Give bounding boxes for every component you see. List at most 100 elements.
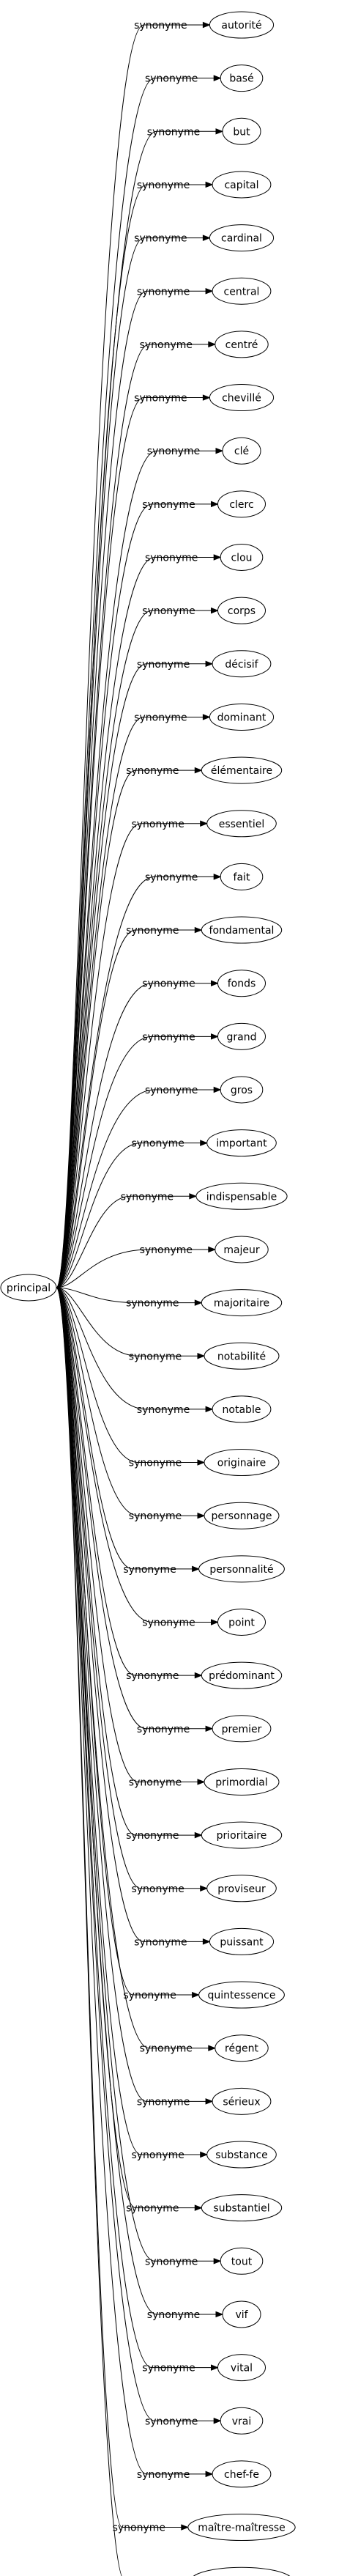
edge-label: synonyme bbox=[129, 1458, 182, 1469]
edge-label: synonyme bbox=[126, 1670, 179, 1682]
edge-line bbox=[56, 1287, 196, 1836]
target-node-shape bbox=[209, 1927, 275, 1955]
edge-arrowhead bbox=[202, 394, 211, 401]
target-node[interactable]: clou bbox=[220, 544, 264, 571]
edge-label: synonyme bbox=[126, 2203, 179, 2215]
target-node[interactable]: premier bbox=[212, 1715, 272, 1743]
root-node[interactable]: principal bbox=[0, 1274, 57, 1302]
target-node[interactable]: chef-fe bbox=[212, 2460, 272, 2488]
edge-line bbox=[56, 1287, 196, 1676]
target-node[interactable]: prédominant bbox=[201, 1661, 283, 1689]
target-node[interactable]: substance bbox=[206, 2141, 277, 2169]
target-node[interactable]: régent bbox=[215, 2034, 269, 2062]
edge-label: synonyme bbox=[123, 1990, 176, 2001]
target-node[interactable]: prioritaire bbox=[201, 1821, 283, 1849]
target-node[interactable]: cardinal bbox=[209, 224, 275, 252]
target-node[interactable]: directeur-trice bbox=[191, 2566, 293, 2576]
edge-label: synonyme bbox=[140, 2043, 193, 2055]
target-node[interactable]: décisif bbox=[212, 650, 272, 678]
edge-arrowhead bbox=[202, 1938, 211, 1945]
target-node[interactable]: personnage bbox=[204, 1502, 280, 1529]
target-node[interactable]: vital bbox=[217, 2354, 266, 2382]
edge-label: synonyme bbox=[145, 2416, 198, 2427]
target-node[interactable]: grand bbox=[217, 1022, 266, 1050]
target-node[interactable]: personnalité bbox=[198, 1555, 285, 1583]
target-node[interactable]: notable bbox=[212, 1395, 272, 1423]
target-node[interactable]: basé bbox=[220, 64, 264, 92]
target-node[interactable]: vrai bbox=[220, 2407, 264, 2435]
target-node[interactable]: élémentaire bbox=[201, 756, 283, 784]
target-node-label: majeur bbox=[223, 1244, 260, 1256]
target-node[interactable]: fondamental bbox=[201, 916, 283, 944]
target-node-label: basé bbox=[229, 73, 253, 85]
edge-line bbox=[56, 770, 196, 1288]
edge-arrowhead bbox=[211, 980, 219, 986]
target-node[interactable]: autorité bbox=[209, 11, 275, 39]
target-node[interactable]: tout bbox=[220, 2247, 264, 2275]
edge-arrowhead bbox=[194, 767, 203, 774]
target-node[interactable]: originaire bbox=[204, 1449, 280, 1477]
target-node[interactable]: clé bbox=[222, 437, 261, 465]
target-node[interactable]: indispensable bbox=[195, 1182, 288, 1210]
target-node-label: grand bbox=[227, 1031, 257, 1043]
edge-line bbox=[56, 1287, 196, 2209]
target-node-shape bbox=[206, 1129, 277, 1157]
target-node-label: autorité bbox=[221, 20, 261, 32]
target-node[interactable]: vif bbox=[222, 2300, 261, 2328]
target-node-label: indispensable bbox=[206, 1191, 277, 1203]
edge-arrowhead bbox=[213, 1086, 222, 1093]
edge-label: synonyme bbox=[123, 1564, 176, 1576]
edge-line bbox=[56, 610, 212, 1288]
edge-label: synonyme bbox=[131, 2149, 184, 2161]
target-node[interactable]: point bbox=[217, 1609, 266, 1636]
target-node[interactable]: fait bbox=[220, 863, 264, 890]
target-node[interactable]: majeur bbox=[215, 1236, 269, 1263]
target-node[interactable]: important bbox=[206, 1129, 277, 1157]
target-node[interactable]: dominant bbox=[209, 703, 275, 731]
target-node-label: capital bbox=[224, 180, 258, 191]
target-node[interactable]: proviseur bbox=[206, 1875, 277, 1903]
target-node[interactable]: majoritaire bbox=[201, 1289, 283, 1317]
edge-arrowhead bbox=[205, 1725, 214, 1732]
target-node[interactable]: primordial bbox=[204, 1768, 280, 1796]
edge-arrowhead bbox=[202, 235, 211, 241]
target-node[interactable]: maître-maîtresse bbox=[187, 2514, 296, 2542]
target-node[interactable]: central bbox=[212, 277, 272, 305]
target-node[interactable]: fonds bbox=[217, 970, 266, 997]
target-node-label: dominant bbox=[217, 712, 266, 723]
target-node-shape bbox=[201, 916, 283, 944]
edge-label: synonyme bbox=[142, 499, 195, 511]
edge-line bbox=[56, 663, 207, 1288]
target-node[interactable]: substantiel bbox=[201, 2194, 283, 2222]
target-node-label: prédominant bbox=[209, 1670, 275, 1682]
target-node-label: quintessence bbox=[207, 1990, 275, 2001]
target-node[interactable]: gros bbox=[220, 1076, 264, 1104]
edge-arrowhead bbox=[194, 1672, 203, 1679]
target-node[interactable]: corps bbox=[217, 597, 266, 624]
edge-arrowhead bbox=[211, 501, 219, 508]
target-node[interactable]: quintessence bbox=[198, 1981, 285, 2009]
target-node[interactable]: notabilité bbox=[204, 1342, 280, 1370]
target-node[interactable]: clerc bbox=[217, 490, 266, 518]
target-node[interactable]: but bbox=[222, 117, 261, 145]
target-node[interactable]: puissant bbox=[209, 1927, 275, 1955]
edge-label: synonyme bbox=[147, 2309, 200, 2321]
edge-arrowhead bbox=[205, 2470, 214, 2478]
edge-line bbox=[56, 1143, 201, 1288]
target-node[interactable]: capital bbox=[212, 171, 272, 199]
edge-arrowhead bbox=[213, 2418, 222, 2424]
target-node-shape bbox=[198, 1981, 285, 2009]
target-node[interactable]: chevillé bbox=[209, 384, 275, 412]
target-node-label: fonds bbox=[228, 978, 256, 990]
target-node[interactable]: sérieux bbox=[212, 2087, 272, 2115]
target-node-shape bbox=[215, 331, 269, 358]
edge-arrowhead bbox=[215, 2311, 224, 2318]
target-node[interactable]: centré bbox=[215, 331, 269, 358]
edge-label: synonyme bbox=[147, 126, 200, 138]
target-node-label: personnage bbox=[212, 1510, 272, 1522]
edge-label: synonyme bbox=[129, 1351, 182, 1362]
edge-line bbox=[56, 983, 212, 1288]
target-node[interactable]: essentiel bbox=[206, 810, 277, 838]
target-node-label: vital bbox=[231, 2363, 253, 2374]
target-node-shape bbox=[212, 2087, 272, 2115]
